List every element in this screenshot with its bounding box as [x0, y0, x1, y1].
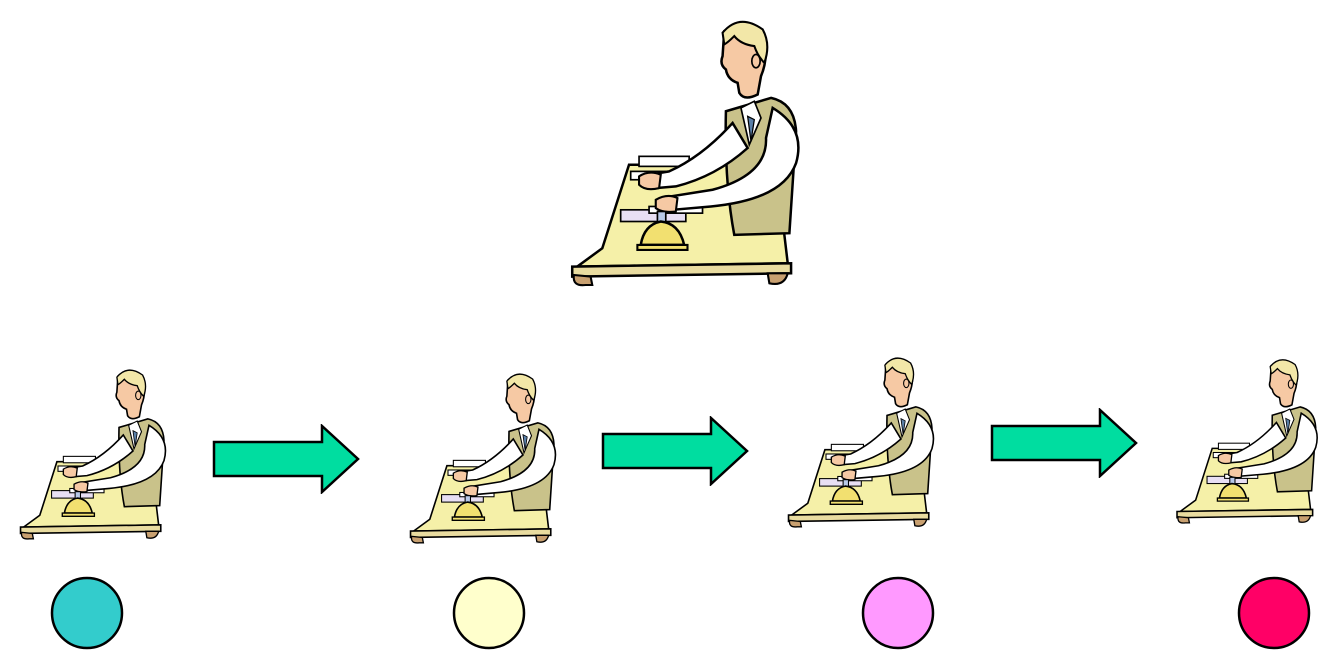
right-arrow-icon [990, 408, 1140, 478]
circle-marker-icon [1237, 576, 1311, 650]
arrow-shape [603, 418, 747, 484]
clerk-at-desk-icon [773, 348, 955, 530]
circle-marker-icon [861, 576, 935, 650]
circle-marker-shape [454, 578, 524, 648]
right-arrow-icon [601, 416, 751, 486]
clerk-at-desk-icon [395, 364, 577, 546]
arrow-shape [992, 410, 1136, 476]
arrow-shape [214, 426, 358, 492]
right-arrow-icon [212, 424, 362, 494]
clerk-at-desk-icon [1162, 350, 1335, 526]
circle-marker-shape [52, 578, 122, 648]
clerk-at-desk-icon [548, 6, 832, 290]
circle-marker-shape [1239, 578, 1309, 648]
circle-marker-shape [863, 578, 933, 648]
circle-marker-icon [452, 576, 526, 650]
clerk-at-desk-icon [5, 360, 187, 542]
circle-marker-icon [50, 576, 124, 650]
